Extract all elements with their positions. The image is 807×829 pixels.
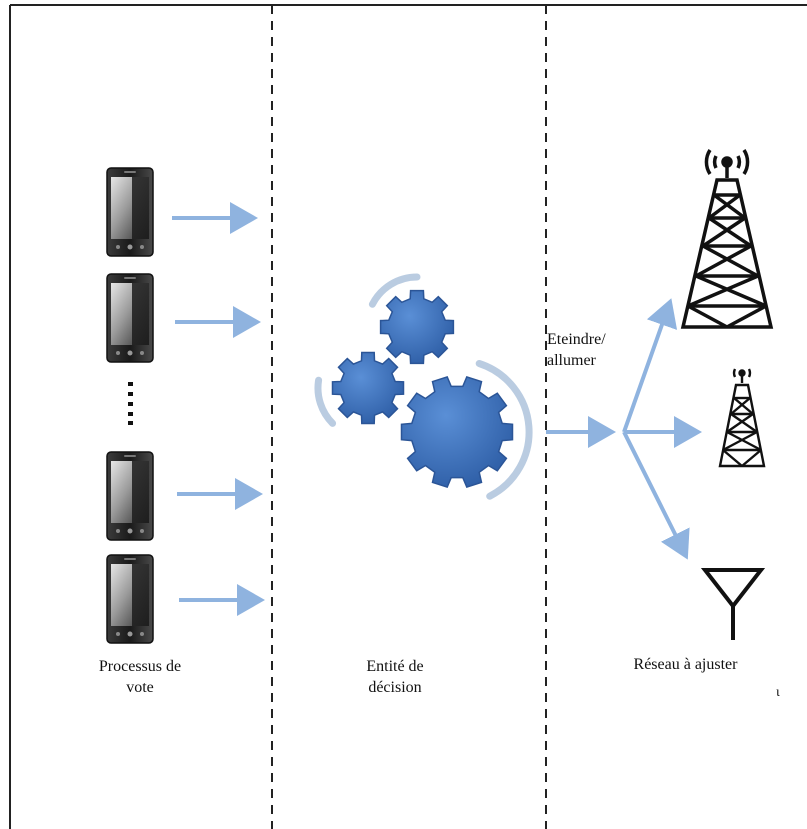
- gear-top: [379, 289, 455, 365]
- switch-action-label: Eteindre/ allumer: [547, 329, 637, 371]
- switch-action-label-line2: allumer: [547, 352, 596, 369]
- mobile-phone-icon: [106, 554, 154, 644]
- gears-icon: [314, 273, 533, 500]
- switch-action-label-line1: Eteindre/: [547, 331, 606, 348]
- mobile-phone-icon: [106, 273, 154, 363]
- voting-process-label: Processus de vote: [60, 656, 220, 698]
- voting-process-label-line2: vote: [126, 679, 154, 696]
- rotation-arrow-3: [475, 360, 533, 500]
- frame: [9, 4, 807, 829]
- decision-entity-label-line1: Entité de: [366, 658, 424, 675]
- decision-entity-label: Entité de décision: [325, 656, 465, 698]
- stray-mark: ɩ: [776, 685, 780, 700]
- mobile-phone-icon: [106, 451, 154, 541]
- gear-large: [400, 375, 514, 489]
- output-arrows: [546, 298, 702, 560]
- antenna-icon: [700, 568, 766, 640]
- vote-arrows: [172, 202, 265, 616]
- rotation-arrow-2: [314, 376, 337, 427]
- voting-process-label-line1: Processus de: [98, 658, 182, 675]
- cell-tower-small-icon: [718, 368, 766, 468]
- gear-left: [331, 351, 405, 425]
- mobile-phone-icon: [106, 167, 154, 257]
- network-to-adjust-label: Réseau à ajuster: [633, 656, 738, 673]
- rotation-arrow-1: [368, 273, 421, 308]
- cell-tower-large-icon: [680, 149, 774, 329]
- ellipsis-dots: [128, 382, 133, 425]
- decision-entity-label-line2: décision: [368, 679, 422, 696]
